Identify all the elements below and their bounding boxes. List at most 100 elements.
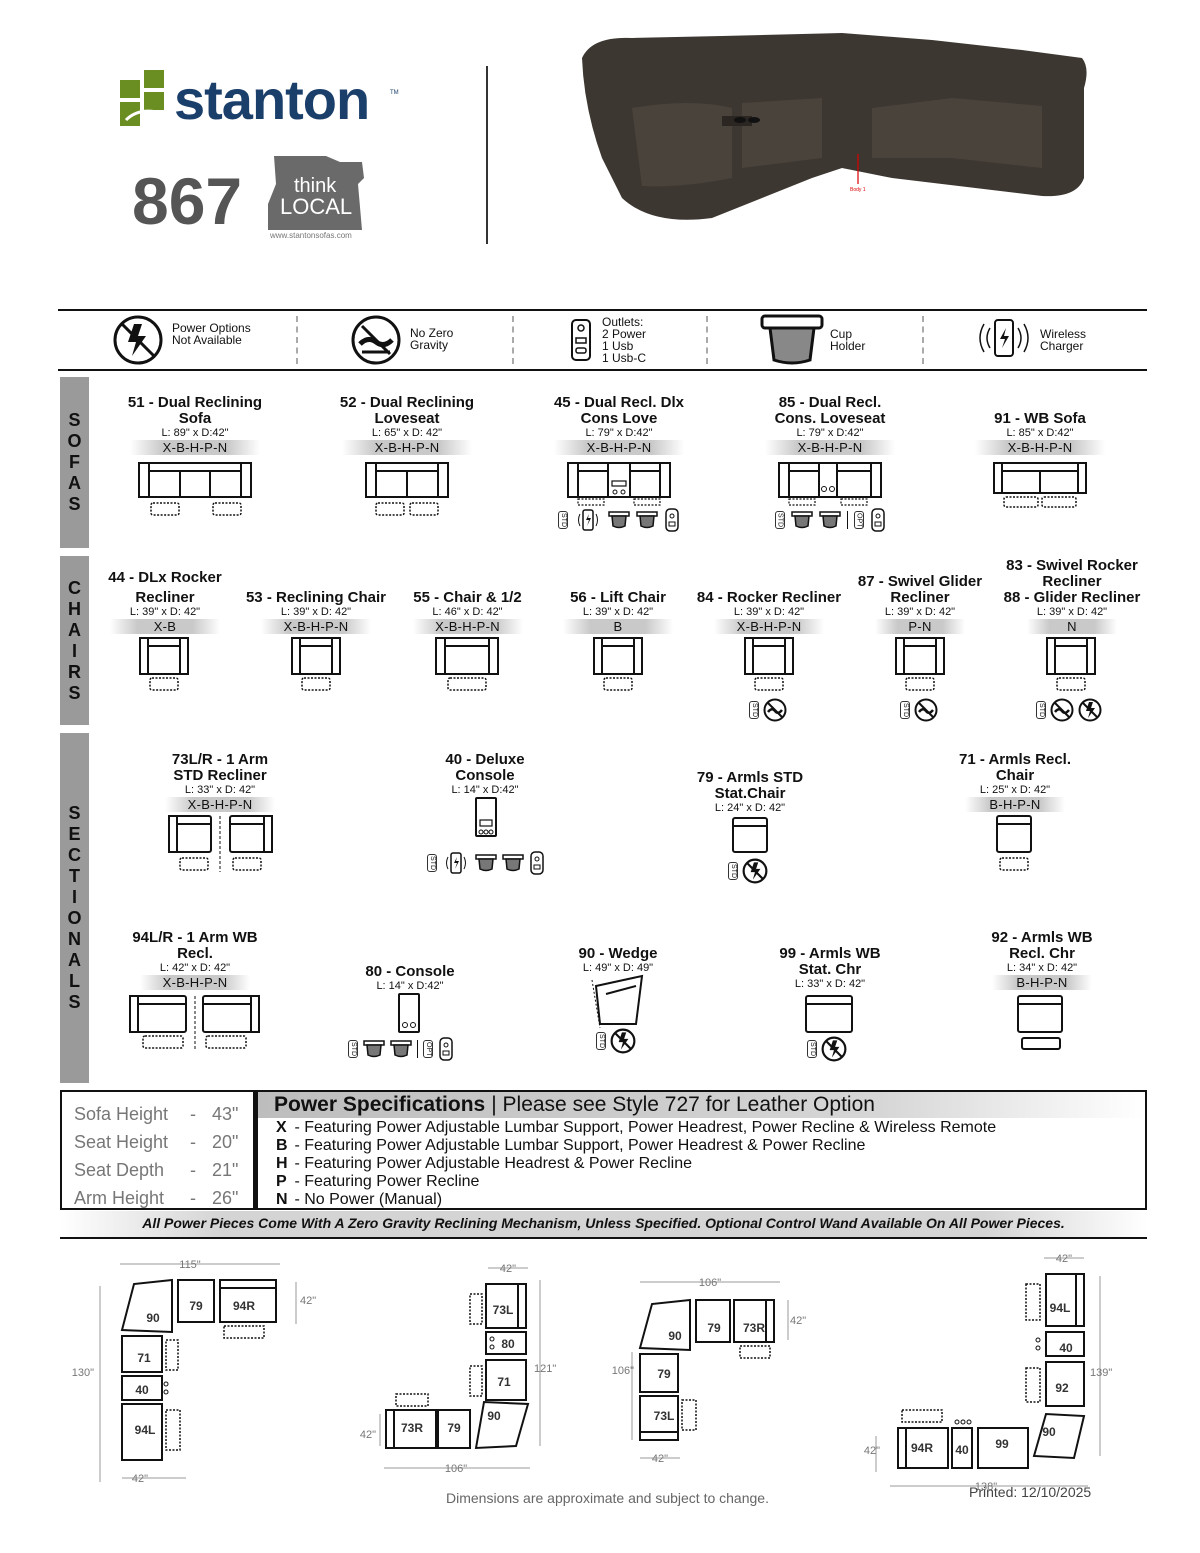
product-dims: L: 14" x D:42"	[376, 980, 444, 992]
local-text: LOCAL	[280, 194, 353, 219]
feature-no-zero-gravity: No Zero Gravity	[350, 314, 500, 366]
piece-label: 94L	[135, 1423, 156, 1437]
cup-holder-icon	[475, 854, 497, 872]
feature-bar-top-rule	[58, 309, 1147, 311]
piece-label: 79	[707, 1321, 721, 1335]
std-tag: STD	[558, 511, 568, 529]
product-title: 85 - Dual Recl.	[778, 394, 882, 411]
product-card: 85 - Dual Recl. Cons. Loveseat L: 79" x …	[745, 395, 915, 533]
layout-3-top: 106"	[699, 1277, 721, 1289]
measurement-label: Seat Height	[74, 1132, 169, 1152]
product-title: 84 - Rocker Recliner	[696, 589, 842, 606]
outlet-icon	[571, 319, 591, 361]
feature-icons-row: STD	[427, 850, 545, 876]
measurements-box: Sofa Height-43" Seat Height -20" Seat Dep…	[60, 1090, 254, 1210]
layout-4-bottom: 138"	[975, 1481, 997, 1493]
recliner-diagram	[291, 637, 341, 691]
trademark: TM	[390, 90, 399, 96]
feature-icons-row: STD OPT	[348, 1036, 454, 1062]
power-spec-key: N	[276, 1191, 288, 1208]
product-title: 79 - Armls STD	[696, 769, 804, 786]
measurement-sep: -	[190, 1132, 196, 1152]
product-dims: L: 79" x D:42"	[796, 427, 864, 439]
product-title: 45 - Dual Recl. Dlx	[553, 394, 685, 411]
section-letter: L	[69, 971, 80, 991]
power-spec-text: - Featuring Power Recline	[294, 1173, 480, 1190]
wedge-diagram	[591, 974, 644, 1029]
cup-holder-icon	[390, 1040, 412, 1058]
wallbed-sofa-diagram	[993, 462, 1087, 508]
section-letter: C	[68, 577, 81, 598]
measurement-value: 26"	[212, 1188, 239, 1208]
section-letter: T	[69, 866, 80, 886]
no-power-icon	[610, 1028, 636, 1054]
product-card: 92 - Armls WB Recl. Chr L: 34" x D: 42" …	[977, 930, 1107, 990]
no-zero-gravity-label: No Zero Gravity	[410, 326, 454, 352]
console-loveseat-diagram	[778, 462, 882, 506]
no-zero-gravity-icon	[914, 698, 938, 722]
feature-icons-row: STD	[1036, 698, 1102, 722]
product-title: 51 - Dual Reclining	[127, 394, 263, 411]
outlet-icon	[439, 1037, 453, 1061]
product-title: 56 - Lift Chair	[570, 589, 666, 606]
brand-logo: stanton TM	[120, 68, 410, 132]
feature-icons-row: STD	[900, 698, 938, 722]
layout-1-depth: 42"	[300, 1295, 316, 1307]
think-text: think	[294, 175, 337, 197]
measurement-row: Sofa Height-43"	[62, 1100, 253, 1128]
power-specs-subheading: | Please see Style 727 for Leather Optio…	[491, 1093, 875, 1116]
no-zero-gravity-icon	[351, 315, 401, 365]
outlet-icon	[665, 508, 679, 532]
measurement-row: Seat Height -20"	[62, 1128, 253, 1156]
measurement-value: 21"	[212, 1160, 239, 1180]
piece-label: 90	[487, 1409, 501, 1423]
product-title: 94L/R - 1 Arm WB	[132, 929, 258, 946]
product-title: 55 - Chair & 1/2	[413, 589, 522, 606]
measurement-value: 20"	[212, 1132, 239, 1152]
section-letter: S	[68, 494, 81, 514]
feature-divider	[922, 316, 924, 364]
layout-1	[99, 1263, 297, 1482]
cup-holder-label: Cup Holder	[830, 327, 866, 353]
piece-label: 79	[657, 1367, 671, 1381]
section-letter: N	[68, 929, 81, 949]
product-title-line2: Cons. Loveseat	[774, 410, 886, 427]
product-title-line2: Recl.	[177, 945, 213, 962]
product-dims: L: 39" x D: 42"	[733, 606, 805, 618]
chair-and-half-diagram	[435, 637, 499, 691]
opt-tag: OPT	[853, 510, 864, 530]
one-arm-recliner-diagram	[168, 815, 273, 872]
section-letter: H	[68, 598, 81, 619]
brand-name: stanton	[174, 68, 370, 131]
product-title-line2: Recliner	[1042, 573, 1102, 590]
product-dims: L: 33" x D: 42"	[184, 784, 256, 796]
feature-icons-row: STD	[596, 1028, 636, 1054]
std-tag: STD	[774, 511, 785, 529]
separator	[846, 511, 848, 529]
cup-holder-icon	[608, 511, 630, 529]
layout-1-depth-bottom: 42"	[132, 1473, 148, 1485]
product-card: 55 - Chair & 1/2 L: 46" x D: 42" X-B-H-P…	[400, 590, 535, 634]
piece-label: 73L	[654, 1409, 675, 1423]
power-spec-text: - Featuring Power Adjustable Headrest & …	[294, 1155, 692, 1172]
feature-wireless-charger: Wireless Charger	[976, 314, 1116, 366]
outlets-line-usb: 1 Usb	[602, 339, 634, 353]
piece-label: 79	[189, 1299, 203, 1313]
armless-wallbed-recliner-diagram	[1017, 995, 1063, 1050]
power-codes: X-B	[110, 619, 220, 634]
armless-chair-diagram	[732, 817, 768, 853]
feature-bar-bottom-rule	[58, 369, 1147, 371]
measurement-label: Seat Depth	[74, 1160, 165, 1180]
product-title-line2: Recliner	[890, 589, 950, 606]
feature-icons-row: STD	[807, 1036, 847, 1062]
product-dims: L: 24" x D: 42"	[714, 802, 786, 814]
feature-no-power: Power Options Not Available	[112, 314, 292, 366]
outlet-icon	[870, 508, 885, 532]
piece-label: 90	[668, 1329, 682, 1343]
section-letter: R	[68, 661, 81, 682]
product-title: 40 - Deluxe	[445, 751, 525, 768]
wireless-charger-icon	[578, 509, 598, 531]
product-title-line2: Console	[455, 767, 515, 784]
